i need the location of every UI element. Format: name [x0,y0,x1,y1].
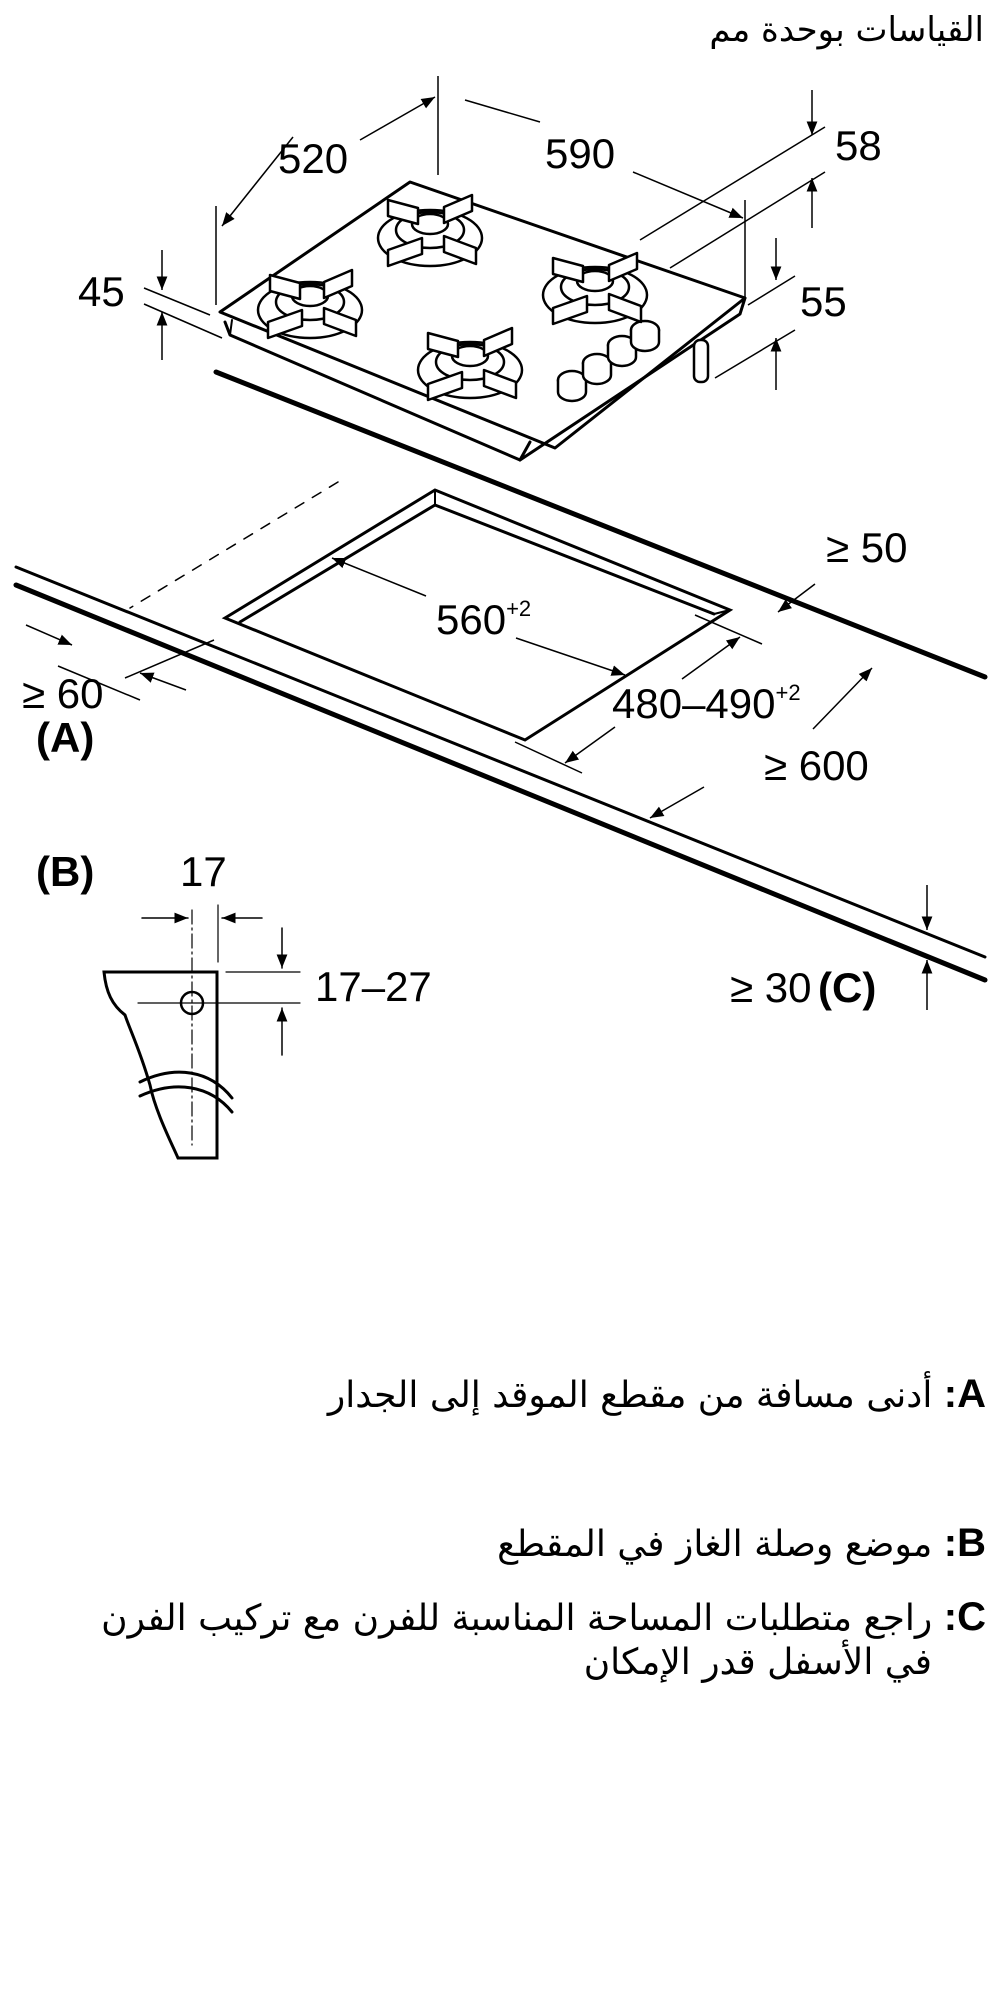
dim-height-55: 55 [800,278,847,325]
label-b: (B) [36,848,94,895]
gas-connection-detail [102,904,301,1160]
dim-cutout-560: 560+2 [436,596,531,643]
dim-height-45: 45 [78,268,125,315]
legend-text: موضع وصلة الغاز في المقطع [497,1524,933,1565]
dim-clearance-back: ≥ 50 [826,524,907,571]
cutout-dimension-lines [25,557,933,1010]
control-knobs [556,319,661,403]
burner [416,326,524,402]
hob-drawing [218,180,747,462]
dim-cutout-480-490: 480–490+2 [612,680,801,727]
burner [256,268,364,340]
dim-gas-vertical: 17–27 [315,963,432,1010]
page-title: القياسات بوحدة مم [709,10,984,50]
legend-item-c: C: راجع متطلبات المساحة المناسبة للفرن م… [101,1595,986,1685]
label-c: (C) [818,964,876,1011]
legend-text: أدنى مسافة من مقطع الموقد إلى الجدار [327,1375,933,1416]
legend-item-b: B: موضع وصلة الغاز في المقطع [497,1521,986,1567]
dim-clearance-front: ≥ 60 [22,670,103,717]
legend-text-continuation: في الأسفل قدر الإمكان [583,1642,932,1683]
legend-key: A: [943,1372,986,1416]
worktop-drawing [13,369,988,983]
hob-installation-diagram: 520 590 58 55 45 560+2 48 [13,76,988,1160]
burner [541,251,649,326]
legend-text: راجع متطلبات المساحة المناسبة للفرن مع ت… [101,1598,933,1639]
dim-width-590: 590 [545,130,615,177]
legend-key: B: [943,1521,986,1565]
dim-depth-520: 520 [278,135,348,182]
legend-key: C: [943,1595,986,1639]
dim-height-58: 58 [835,122,882,169]
burner [376,193,484,268]
hob-dimension-lines [143,76,826,390]
label-a: (A) [36,714,94,761]
dim-worktop-thickness: ≥ 30 [730,964,811,1011]
legend-item-a: A: أدنى مسافة من مقطع الموقد إلى الجدار [328,1372,986,1418]
dim-total-depth: ≥ 600 [764,742,869,789]
dim-gas-horizontal: 17 [180,848,227,895]
